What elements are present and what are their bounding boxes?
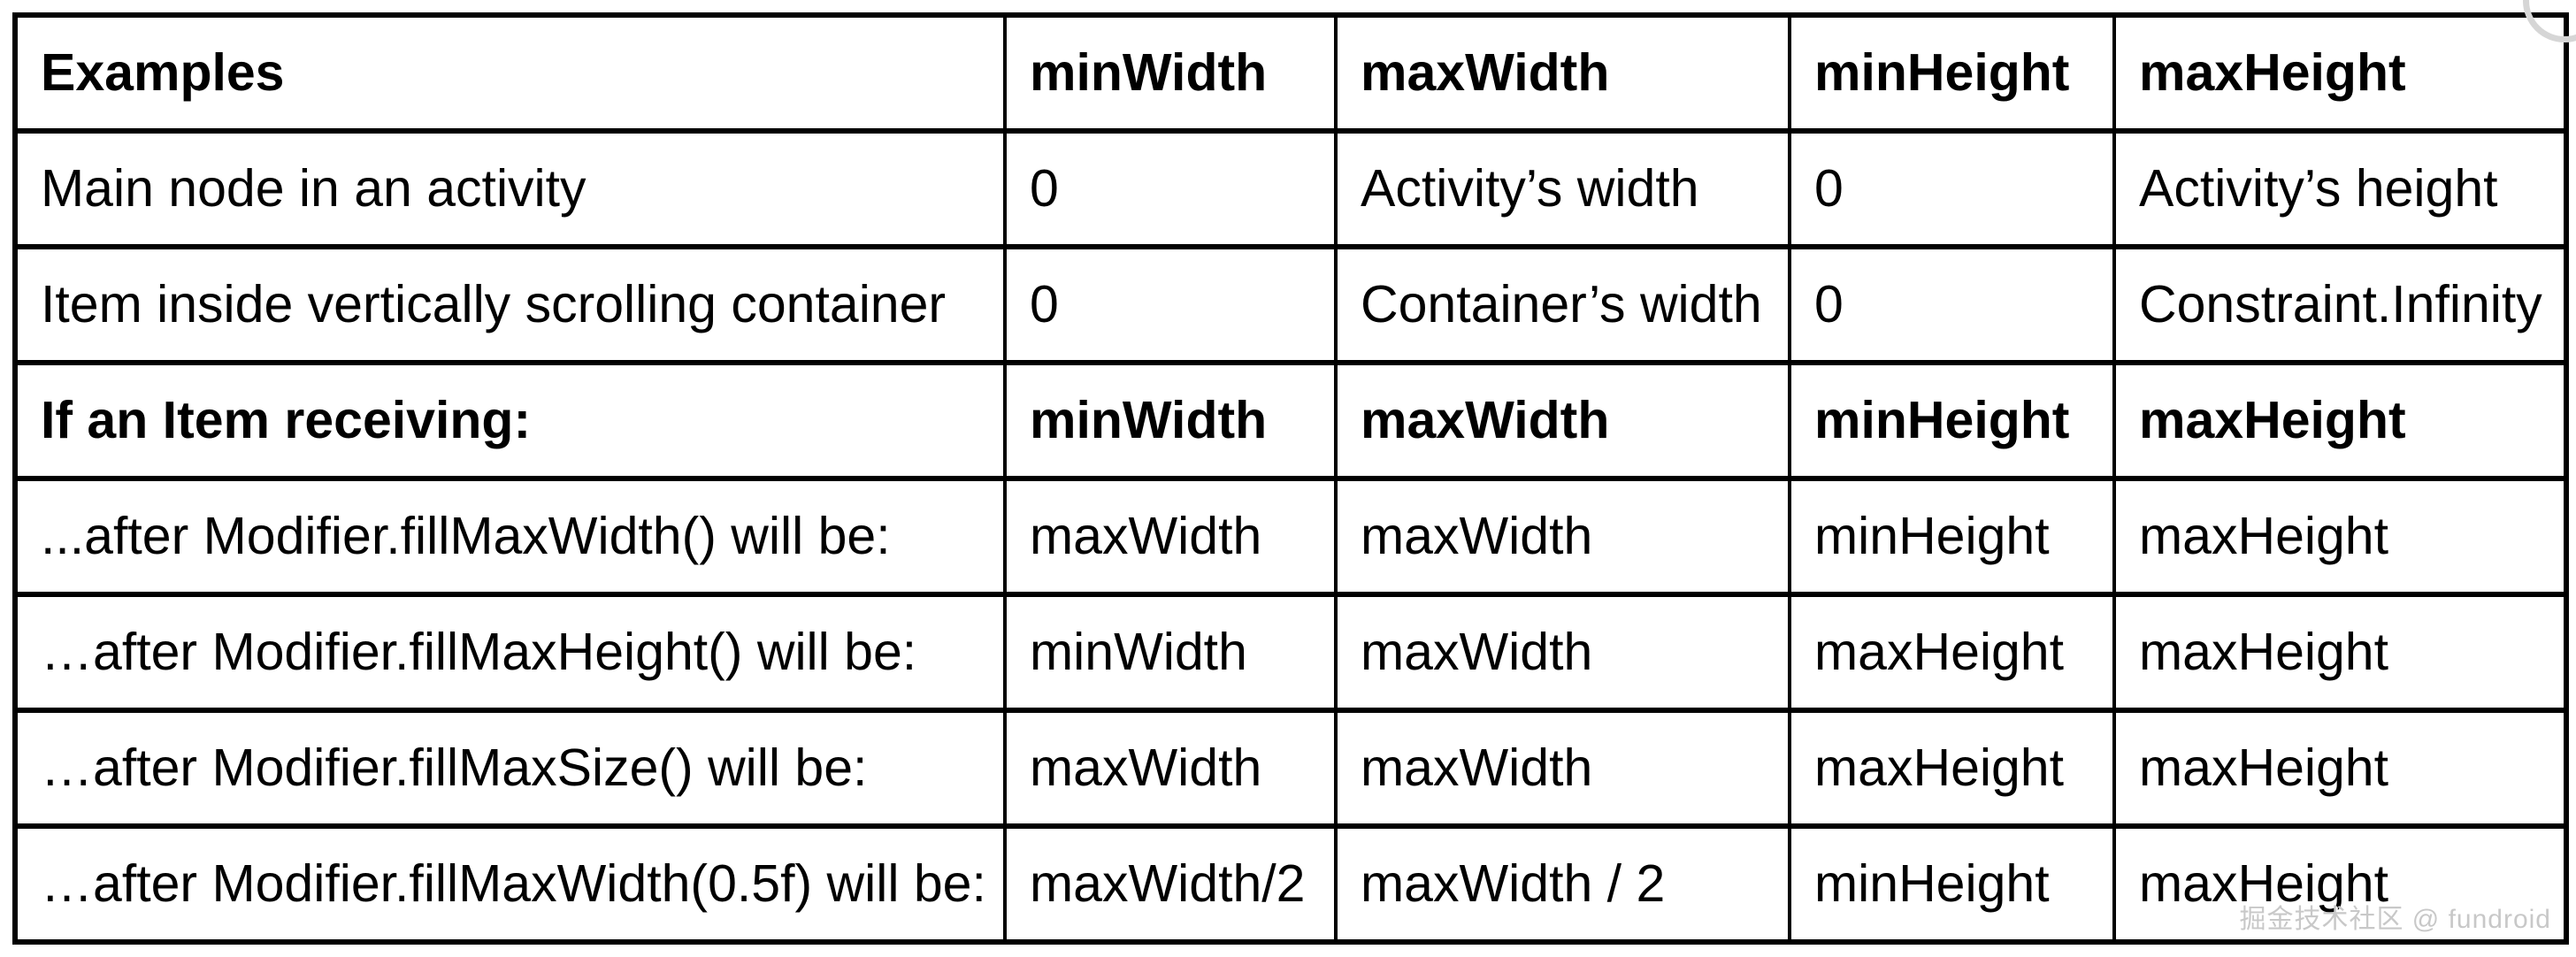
table-row: …after Modifier.fillMaxSize() will be: m…	[13, 708, 2568, 829]
table-cell: maxWidth	[1003, 708, 1338, 829]
table-cell: maxWidth / 2	[1334, 823, 1791, 945]
watermark: 掘金技术社区 @ fundroid	[2239, 905, 2551, 934]
table-cell: minHeight	[1788, 823, 2116, 945]
table-cell: Container’s width	[1334, 244, 1791, 365]
table-cell: maxWidth/2	[1003, 823, 1338, 945]
table-cell: 0	[1788, 244, 2116, 365]
table-row: …after Modifier.fillMaxHeight() will be:…	[13, 592, 2568, 713]
table-cell: maxWidth	[1334, 476, 1791, 597]
table-row: Main node in an activity 0 Activity’s wi…	[13, 128, 2568, 249]
table-cell: …after Modifier.fillMaxHeight() will be:	[13, 592, 1007, 713]
table-cell: maxWidth	[1334, 592, 1791, 713]
table-cell: …after Modifier.fillMaxWidth(0.5f) will …	[13, 823, 1007, 945]
table-row: ...after Modifier.fillMaxWidth() will be…	[13, 476, 2568, 597]
header-cell-minheight: minHeight	[1788, 12, 2116, 134]
table-cell: maxHeight	[2112, 823, 2568, 945]
table-cell: maxWidth	[1003, 476, 1338, 597]
table-cell: 0	[1003, 128, 1338, 249]
constraints-table: Examples minWidth maxWidth minHeight max…	[12, 12, 2569, 945]
table-cell: maxHeight	[2112, 360, 2568, 481]
table-cell: Main node in an activity	[13, 128, 1007, 249]
header-cell-maxheight: maxHeight	[2112, 12, 2568, 134]
table-cell: minWidth	[1003, 360, 1338, 481]
table-cell: Item inside vertically scrolling contain…	[13, 244, 1007, 365]
table-cell: maxWidth	[1334, 360, 1791, 481]
table-cell: Activity’s height	[2112, 128, 2568, 249]
table-cell: 0	[1003, 244, 1338, 365]
table-cell: maxHeight	[2112, 476, 2568, 597]
table-cell: If an Item receiving:	[13, 360, 1007, 481]
header-cell-minwidth: minWidth	[1003, 12, 1338, 134]
table-row: Item inside vertically scrolling contain…	[13, 244, 2568, 365]
header-cell-examples: Examples	[13, 12, 1007, 134]
table-cell: maxWidth	[1334, 708, 1791, 829]
table-cell: minWidth	[1003, 592, 1338, 713]
table-row: …after Modifier.fillMaxWidth(0.5f) will …	[13, 823, 2568, 945]
subheader-row: If an Item receiving: minWidth maxWidth …	[13, 360, 2568, 481]
table-cell: 0	[1788, 128, 2116, 249]
table-cell: minHeight	[1788, 476, 2116, 597]
table-cell: …after Modifier.fillMaxSize() will be:	[13, 708, 1007, 829]
table-cell: maxHeight	[1788, 708, 2116, 829]
table-cell: maxHeight	[2112, 708, 2568, 829]
table-cell: maxHeight	[1788, 592, 2116, 713]
table-cell: maxHeight	[2112, 592, 2568, 713]
header-cell-maxwidth: maxWidth	[1334, 12, 1791, 134]
table-cell: Constraint.Infinity	[2112, 244, 2568, 365]
table-cell: ...after Modifier.fillMaxWidth() will be…	[13, 476, 1007, 597]
table-cell: Activity’s width	[1334, 128, 1791, 249]
header-row: Examples minWidth maxWidth minHeight max…	[13, 12, 2568, 134]
table-cell: minHeight	[1788, 360, 2116, 481]
